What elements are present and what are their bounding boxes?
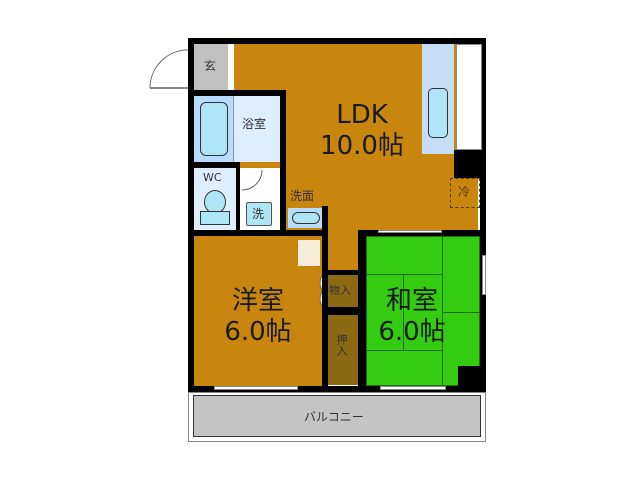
wall bbox=[188, 38, 486, 44]
wall bbox=[358, 230, 366, 390]
japanese-room-floor bbox=[366, 236, 480, 386]
wall bbox=[358, 230, 486, 236]
balcony-floor bbox=[193, 395, 481, 437]
bathtub bbox=[200, 102, 228, 156]
window bbox=[378, 230, 442, 233]
storage-closet bbox=[328, 275, 358, 307]
japanese-room-size: 6.0帖 bbox=[378, 316, 446, 347]
wc-door-icon bbox=[241, 169, 263, 191]
wall bbox=[322, 270, 366, 275]
washer-space bbox=[246, 202, 272, 226]
entrance-floor bbox=[194, 44, 228, 90]
western-room-name: 洋室 bbox=[231, 286, 284, 316]
washbasin-label: 洗面 bbox=[290, 189, 315, 203]
wall bbox=[188, 38, 194, 392]
wall bbox=[280, 90, 286, 230]
balcony-label: バルコニー bbox=[304, 410, 364, 424]
wc-label: WC bbox=[203, 171, 222, 184]
wall bbox=[322, 206, 328, 236]
tatami-mat bbox=[366, 350, 443, 386]
japanese-room-label: 和室 6.0帖 bbox=[362, 286, 462, 347]
wall bbox=[236, 162, 240, 230]
window bbox=[456, 44, 482, 150]
fridge-space bbox=[450, 178, 480, 208]
japanese-room-name: 和室 bbox=[385, 286, 438, 316]
western-room-door-icon bbox=[297, 240, 321, 267]
window bbox=[482, 255, 486, 295]
bath-label: 浴室 bbox=[242, 117, 267, 131]
entrance-door-icon bbox=[149, 49, 189, 89]
tatami-mat bbox=[366, 236, 443, 275]
storage-door-icon bbox=[319, 275, 323, 307]
wall bbox=[188, 386, 486, 392]
window bbox=[214, 386, 298, 390]
ldk-label: LDK 10.0帖 bbox=[312, 100, 412, 161]
toilet-tank-icon bbox=[200, 211, 230, 225]
western-room-size: 6.0帖 bbox=[224, 316, 292, 347]
western-room-label: 洋室 6.0帖 bbox=[208, 286, 308, 347]
wall bbox=[188, 90, 286, 96]
genkan-label: 玄 bbox=[204, 59, 217, 73]
window bbox=[380, 386, 446, 390]
pillar bbox=[454, 150, 486, 178]
ldk-size: 10.0帖 bbox=[320, 130, 404, 161]
kitchen-sink-icon bbox=[428, 88, 448, 138]
balcony: バルコニー bbox=[188, 392, 486, 442]
wall bbox=[188, 230, 328, 236]
fridge-label: 冷 bbox=[458, 185, 471, 199]
washbasin-sink-icon bbox=[292, 212, 320, 224]
washer-label: 洗 bbox=[252, 207, 265, 221]
wall bbox=[480, 38, 486, 392]
ldk-name: LDK bbox=[336, 100, 388, 130]
pillar bbox=[458, 366, 486, 392]
oshiire-closet bbox=[328, 315, 358, 385]
oshiire-label: 押入 bbox=[335, 334, 348, 356]
wall bbox=[322, 307, 366, 315]
storage-label: 物入 bbox=[329, 284, 351, 297]
wall bbox=[194, 162, 240, 168]
